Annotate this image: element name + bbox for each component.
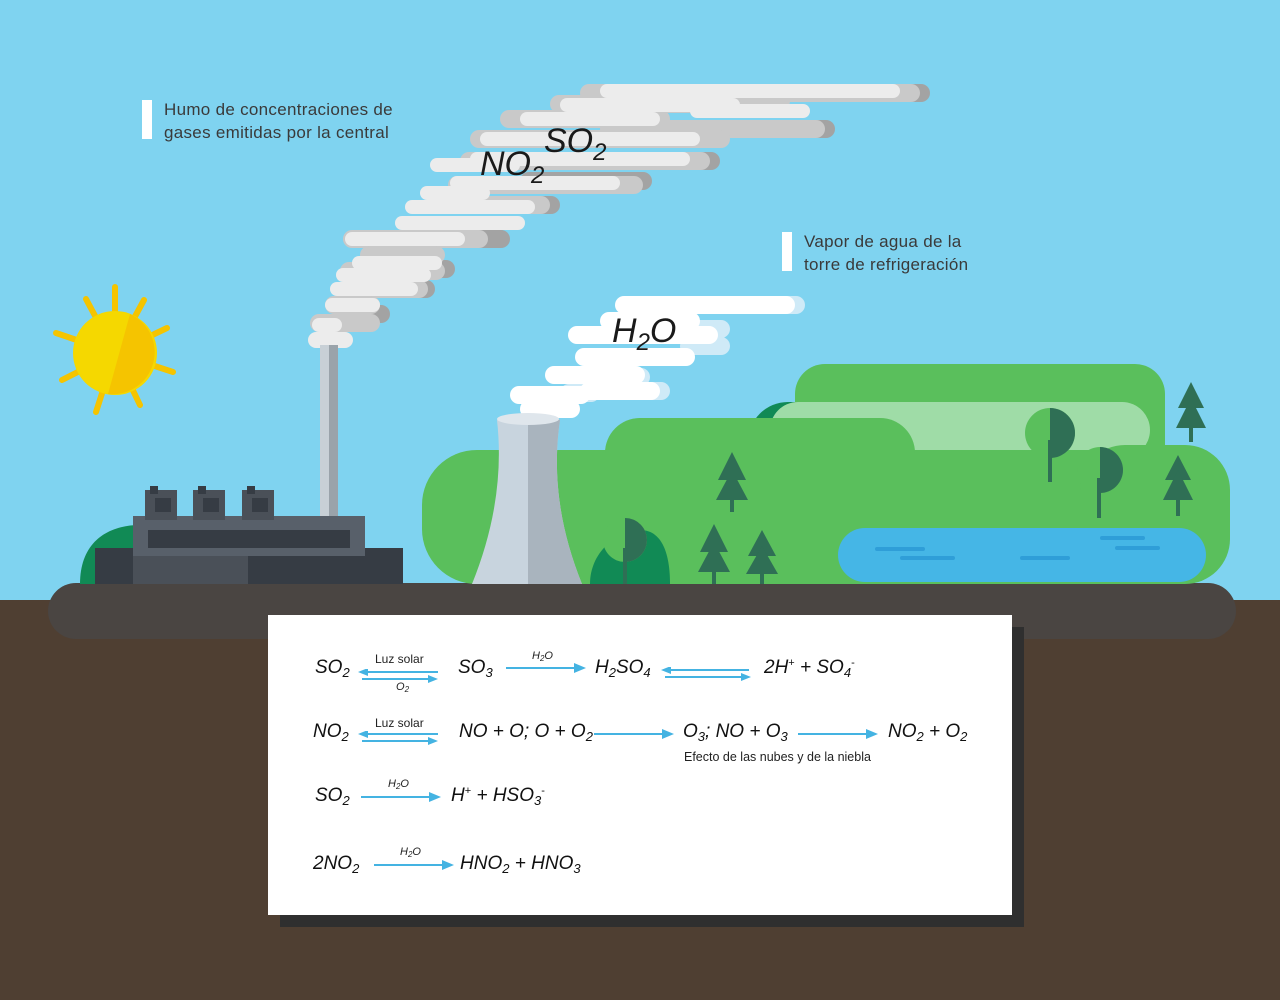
r2-reactant: NO2 bbox=[313, 721, 349, 744]
r3-products: H+ + HSO3- bbox=[451, 785, 545, 808]
gas-label-text: SO bbox=[544, 122, 594, 160]
gas-label-sub: 2 bbox=[593, 139, 607, 166]
double-arrow-icon bbox=[358, 669, 438, 683]
double-arrow-icon bbox=[358, 731, 438, 745]
gas-label-text: H bbox=[612, 312, 637, 350]
arrow-right-icon bbox=[506, 663, 586, 673]
legend-smoke-line-2: gases emitidas por la central bbox=[164, 123, 390, 142]
r1-products: 2H+ + SO4- bbox=[764, 657, 855, 680]
lake bbox=[838, 528, 1206, 582]
gas-label-sub: 2 bbox=[636, 329, 650, 356]
legend-smoke-line-1: Humo de concentraciones de bbox=[164, 100, 393, 119]
gas-label-h2o: H2O bbox=[612, 312, 676, 357]
r4-products: HNO2 + HNO3 bbox=[460, 853, 581, 876]
legend-smoke: Humo de concentraciones de gases emitida… bbox=[142, 98, 393, 144]
r4-condition-h2o: H2O bbox=[400, 846, 421, 859]
legend-vapor: Vapor de agua de la torre de refrigeraci… bbox=[782, 230, 969, 276]
gas-label-sub: 2 bbox=[531, 162, 545, 189]
arrow-right-icon bbox=[374, 860, 454, 870]
gas-label-so2: SO2 bbox=[544, 122, 606, 167]
gas-label-text: O bbox=[649, 312, 677, 350]
gas-label-no2: NO2 bbox=[480, 145, 544, 190]
arrow-right-icon bbox=[361, 792, 441, 802]
power-plant bbox=[95, 486, 403, 584]
cooling-tower bbox=[472, 413, 582, 584]
r2-note: Efecto de las nubes y de la niebla bbox=[684, 750, 871, 764]
r2-ozone: O3; NO + O3 bbox=[683, 721, 788, 744]
chimney bbox=[320, 345, 338, 520]
legend-marker bbox=[142, 100, 152, 139]
arrow-right-icon bbox=[798, 729, 878, 739]
legend-vapor-line-1: Vapor de agua de la bbox=[804, 232, 962, 251]
double-arrow-icon bbox=[661, 667, 751, 681]
r1-condition-o2: O2 bbox=[396, 681, 410, 694]
r1-so3: SO3 bbox=[458, 657, 493, 680]
r4-reactant: 2NO2 bbox=[313, 853, 360, 876]
r1-h2so4: H2SO4 bbox=[595, 657, 651, 680]
r2-condition-luz: Luz solar bbox=[375, 716, 424, 730]
r3-condition-h2o: H2O bbox=[388, 778, 409, 791]
legend-marker bbox=[782, 232, 792, 271]
round-trees bbox=[603, 408, 1123, 584]
reactions-panel: SO2 Luz solar O2 SO3 H2O H2SO4 2H+ + SO4… bbox=[268, 615, 1012, 915]
legend-vapor-line-2: torre de refrigeración bbox=[804, 255, 969, 274]
r1-condition-h2o: H2O bbox=[532, 650, 553, 663]
r2-products: NO2 + O2 bbox=[888, 721, 968, 744]
r1-reactant: SO2 bbox=[315, 657, 350, 680]
r1-condition-luz: Luz solar bbox=[375, 652, 424, 666]
sun-icon bbox=[53, 284, 176, 415]
gas-label-text: NO bbox=[480, 145, 531, 183]
arrow-right-icon bbox=[594, 729, 674, 739]
smoke-plume bbox=[308, 84, 930, 348]
pine-trees bbox=[698, 382, 1206, 584]
r2-intermediate: NO + O; O + O2 bbox=[459, 721, 593, 744]
r3-reactant: SO2 bbox=[315, 785, 350, 808]
